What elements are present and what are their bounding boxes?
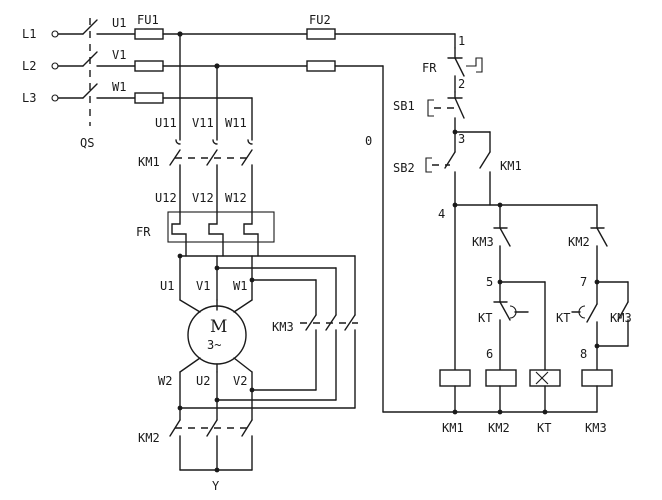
motor-M: M [210, 317, 227, 337]
label-W2: W2 [158, 374, 172, 388]
fuse-fu1-v [134, 60, 164, 72]
label-node-1: 1 [458, 34, 465, 48]
label-KM3-hold: KM3 [610, 311, 632, 325]
label-W12: W12 [225, 191, 247, 205]
label-KM2-main: KM2 [138, 431, 160, 445]
fu1-fuses: FU1 [134, 13, 164, 104]
fr-element-box [167, 211, 275, 243]
label-FU1: FU1 [137, 13, 159, 27]
label-KT-b: KT [556, 311, 570, 325]
fuse-fu1-w [134, 92, 164, 104]
label-L1: L1 [22, 27, 36, 41]
motor-phase-label: 3~ [207, 338, 221, 352]
label-L2: L2 [22, 59, 36, 73]
terminal-L3 [51, 94, 59, 102]
label-Y: Y [212, 479, 220, 493]
label-node-8: 8 [580, 347, 587, 361]
label-QS: QS [80, 136, 94, 150]
qs-disconnect-switch: QS U1 V1 W1 [80, 16, 136, 150]
coil-kt [529, 369, 561, 387]
fuse-fu2-b [306, 60, 336, 72]
label-V11: V11 [192, 116, 214, 130]
fuse-fu2-a [306, 28, 336, 40]
label-SB2: SB2 [393, 161, 415, 175]
label-KT-a: KT [478, 311, 492, 325]
label-U1-top: U1 [112, 16, 126, 30]
label-KM2-aux: KM2 [568, 235, 590, 249]
label-node-0: 0 [365, 134, 372, 148]
label-node-5: 5 [486, 275, 493, 289]
label-FR-main: FR [136, 225, 151, 239]
km2-star-contacts: KM2 Y [138, 419, 253, 493]
motor: U1 V1 W1 M 3~ W2 U2 V2 [158, 279, 253, 421]
label-FR-ctrl: FR [422, 61, 437, 75]
label-node-7: 7 [580, 275, 587, 289]
coil-km2 [485, 369, 517, 387]
label-coil-KM2: KM2 [488, 421, 510, 435]
supply-busbars [162, 31, 308, 141]
control-circuit: 1 FR 2 SB1 3 SB2 KM1 4 [393, 33, 632, 435]
label-node-6: 6 [486, 347, 493, 361]
label-node-2: 2 [458, 77, 465, 91]
label-V2: V2 [233, 374, 247, 388]
terminal-L2 [51, 62, 59, 70]
coil-km3 [581, 369, 613, 387]
delta-wiring [177, 253, 356, 316]
label-W11: W11 [225, 116, 247, 130]
km1-main-contacts: KM1 [138, 139, 253, 213]
delta-return-wiring [177, 387, 356, 411]
supply-input: L1 L2 L3 [22, 27, 84, 105]
km3-main-contacts: KM3 [272, 314, 358, 409]
label-SB1: SB1 [393, 99, 415, 113]
label-node-4: 4 [438, 207, 445, 221]
label-KM3-aux: KM3 [472, 235, 494, 249]
label-KM3-main: KM3 [272, 320, 294, 334]
fu2-fuses: FU2 0 [306, 13, 598, 413]
label-W1-motor: W1 [233, 279, 247, 293]
label-U2: U2 [196, 374, 210, 388]
terminal-L1 [51, 30, 59, 38]
label-coil-KM1: KM1 [442, 421, 464, 435]
label-U12: U12 [155, 191, 177, 205]
label-node-3: 3 [458, 132, 465, 146]
label-KM1-main: KM1 [138, 155, 160, 169]
label-U11: U11 [155, 116, 177, 130]
fuse-fu1-u [134, 28, 164, 40]
label-FU2: FU2 [309, 13, 331, 27]
label-L3: L3 [22, 91, 36, 105]
label-V1-motor: V1 [196, 279, 210, 293]
label-coil-KT: KT [537, 421, 551, 435]
label-coil-KM3: KM3 [585, 421, 607, 435]
label-W1-top: W1 [112, 80, 126, 94]
label-U1-motor: U1 [160, 279, 174, 293]
label-KM1-aux: KM1 [500, 159, 522, 173]
label-V1-top: V1 [112, 48, 126, 62]
coil-km1 [439, 369, 471, 387]
label-V12: V12 [192, 191, 214, 205]
